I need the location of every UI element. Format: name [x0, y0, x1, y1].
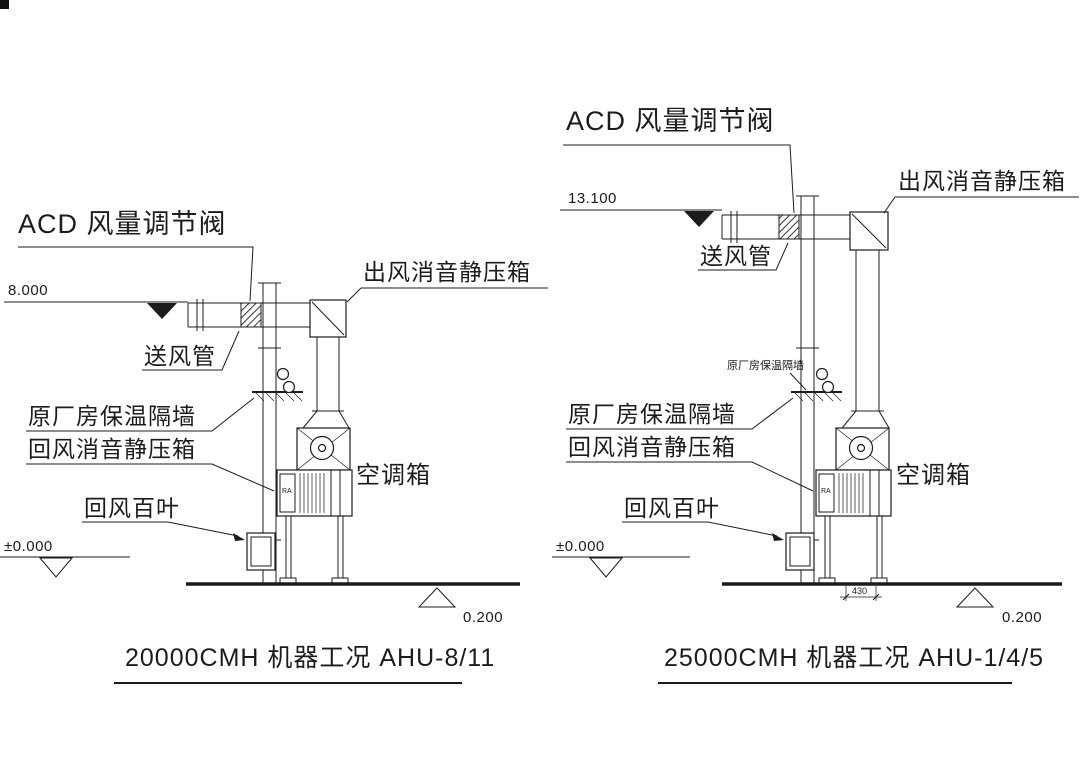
zero-level-marker-icon: [38, 557, 74, 578]
ground-offset-label: 0.200: [1002, 609, 1043, 626]
ahu-body: [815, 469, 892, 585]
return-box-label-leader: [26, 463, 275, 492]
return-louver: [785, 532, 815, 571]
right-drawing: [552, 144, 1079, 684]
return-louver-label: 回风百叶: [624, 495, 720, 521]
ra-mark-label: RA: [282, 488, 292, 495]
down-duct: [302, 337, 350, 429]
outlet-box-label: 出风消音静压箱: [898, 168, 1066, 194]
wall-small-label: 原厂房保温隔墙: [727, 360, 804, 372]
return-box-label: 回风消音静压箱: [568, 434, 736, 460]
wall-label: 原厂房保温隔墙: [28, 403, 196, 429]
ra-mark-label: RA: [821, 488, 831, 495]
acd-valve-icon: [240, 302, 262, 328]
wall-label: 原厂房保温隔墙: [568, 401, 736, 427]
wall-label-leader: [566, 397, 794, 430]
acd-leader: [563, 144, 795, 214]
louver-arrowhead-icon: [233, 533, 245, 541]
ground-offset-marker-icon: [955, 587, 995, 608]
ahu-body: [276, 469, 353, 585]
ground-offset-marker-icon: [417, 587, 457, 608]
zero-level-label: ±0.000: [556, 538, 605, 555]
fan-section: [296, 427, 351, 471]
left-drawing: [0, 246, 548, 684]
corner-mark: [0, 0, 9, 9]
wall-label-leader: [26, 397, 255, 432]
acd-valve-label: ACD 风量调节阀: [18, 209, 227, 239]
supply-duct-label: 送风管: [144, 343, 216, 369]
ahu-box-label: 空调箱: [356, 462, 431, 489]
down-duct: [841, 250, 890, 429]
return-box-label-leader: [566, 461, 814, 492]
insulated-wall: [789, 367, 842, 402]
base-dim-label: 430: [852, 586, 868, 596]
louver-label-leader: [82, 521, 239, 537]
base-dimension: [840, 586, 882, 601]
acd-valve-label: ACD 风量调节阀: [566, 106, 775, 136]
zero-level-marker-icon: [588, 557, 624, 578]
return-louver: [246, 532, 276, 571]
outlet-box-label: 出风消音静压箱: [363, 259, 531, 285]
drawing-title: 25000CMH 机器工况 AHU-1/4/5: [664, 644, 1045, 672]
return-louver-label: 回风百叶: [84, 495, 180, 521]
riser-duct: [796, 195, 819, 584]
ahu-box-label: 空调箱: [896, 462, 971, 489]
top-level-label: 8.000: [8, 282, 49, 299]
fan-section: [835, 427, 890, 471]
level-marker-icon: [684, 211, 714, 227]
top-level-label: 13.100: [568, 190, 617, 207]
acd-leader: [18, 246, 254, 302]
ground-offset-label: 0.200: [463, 609, 504, 626]
level-marker-icon: [147, 303, 177, 319]
acd-valve-icon: [778, 214, 800, 240]
louver-label-leader: [622, 521, 778, 537]
insulated-wall: [252, 367, 303, 402]
outlet-silencer-box: [849, 196, 1079, 251]
return-box-label: 回风消音静压箱: [28, 436, 196, 462]
supply-duct-leader: [698, 242, 789, 271]
supply-duct-label: 送风管: [700, 243, 772, 269]
zero-level-label: ±0.000: [4, 538, 53, 555]
louver-arrowhead-icon: [772, 533, 784, 541]
supply-duct-leader: [142, 330, 240, 371]
outlet-silencer-box: [309, 287, 548, 338]
drawing-title: 20000CMH 机器工况 AHU-8/11: [125, 644, 496, 672]
